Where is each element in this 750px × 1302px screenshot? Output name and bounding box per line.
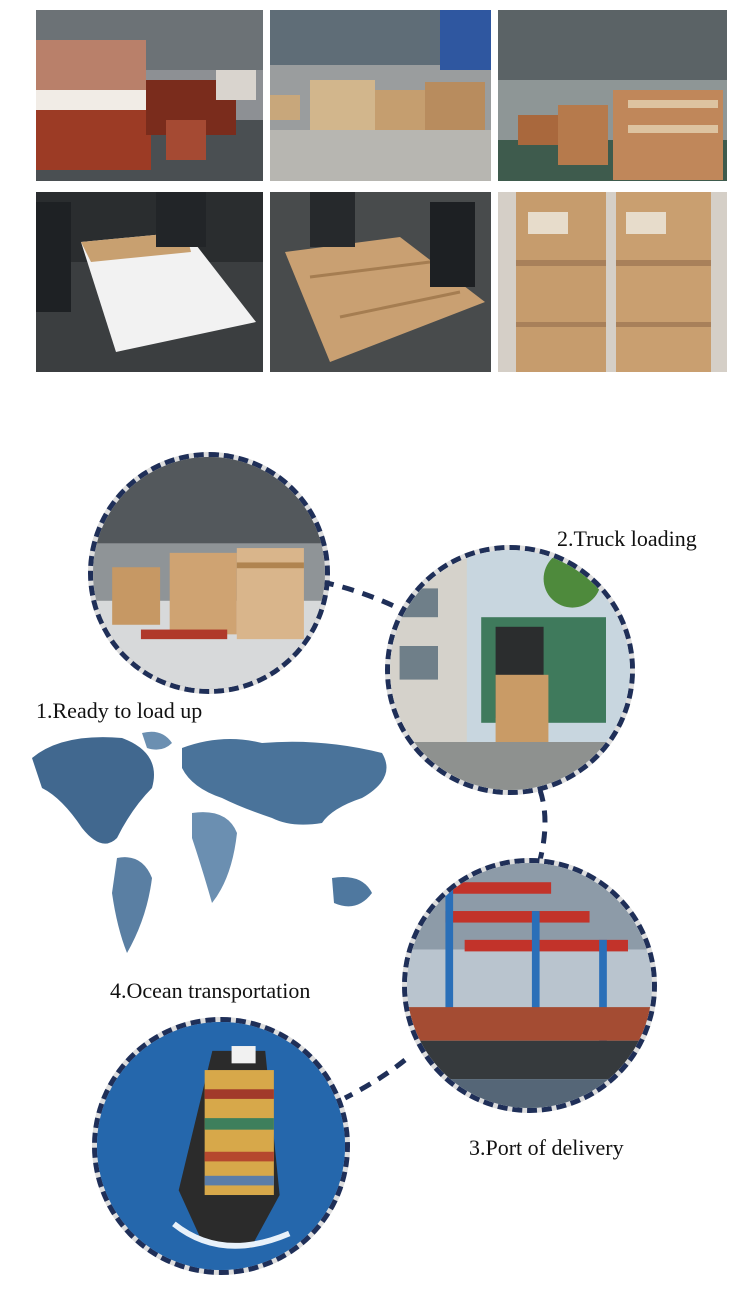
circle-ready-to-load-up [88,452,330,694]
photo-carton-boxes-labeled [498,192,727,372]
circle-ocean-transportation [92,1017,350,1275]
packing-photo-grid [0,0,750,380]
step-label-port-of-delivery: 3.Port of delivery [469,1135,624,1160]
photo-warehouse-door-stacks [36,10,263,181]
photo-warehouse-panel-piles [498,10,727,181]
photo-workers-cardboard-packing [270,192,491,372]
photo-workers-wrapping-door [36,192,263,372]
circle-truck-loading [385,545,635,795]
step-label-truck-loading: 2.Truck loading [557,526,697,551]
world-map [22,728,402,968]
step-label-ready-to-load-up: 1.Ready to load up [36,698,203,723]
world-map-icon [32,731,387,953]
step-label-ocean-transportation: 4.Ocean transportation [110,978,311,1003]
circle-port-of-delivery [402,858,657,1113]
shipping-process-diagram: 1.Ready to load up 2.Truck loading 4.Oce… [0,390,750,1302]
photo-warehouse-packed-pallets [270,10,491,181]
